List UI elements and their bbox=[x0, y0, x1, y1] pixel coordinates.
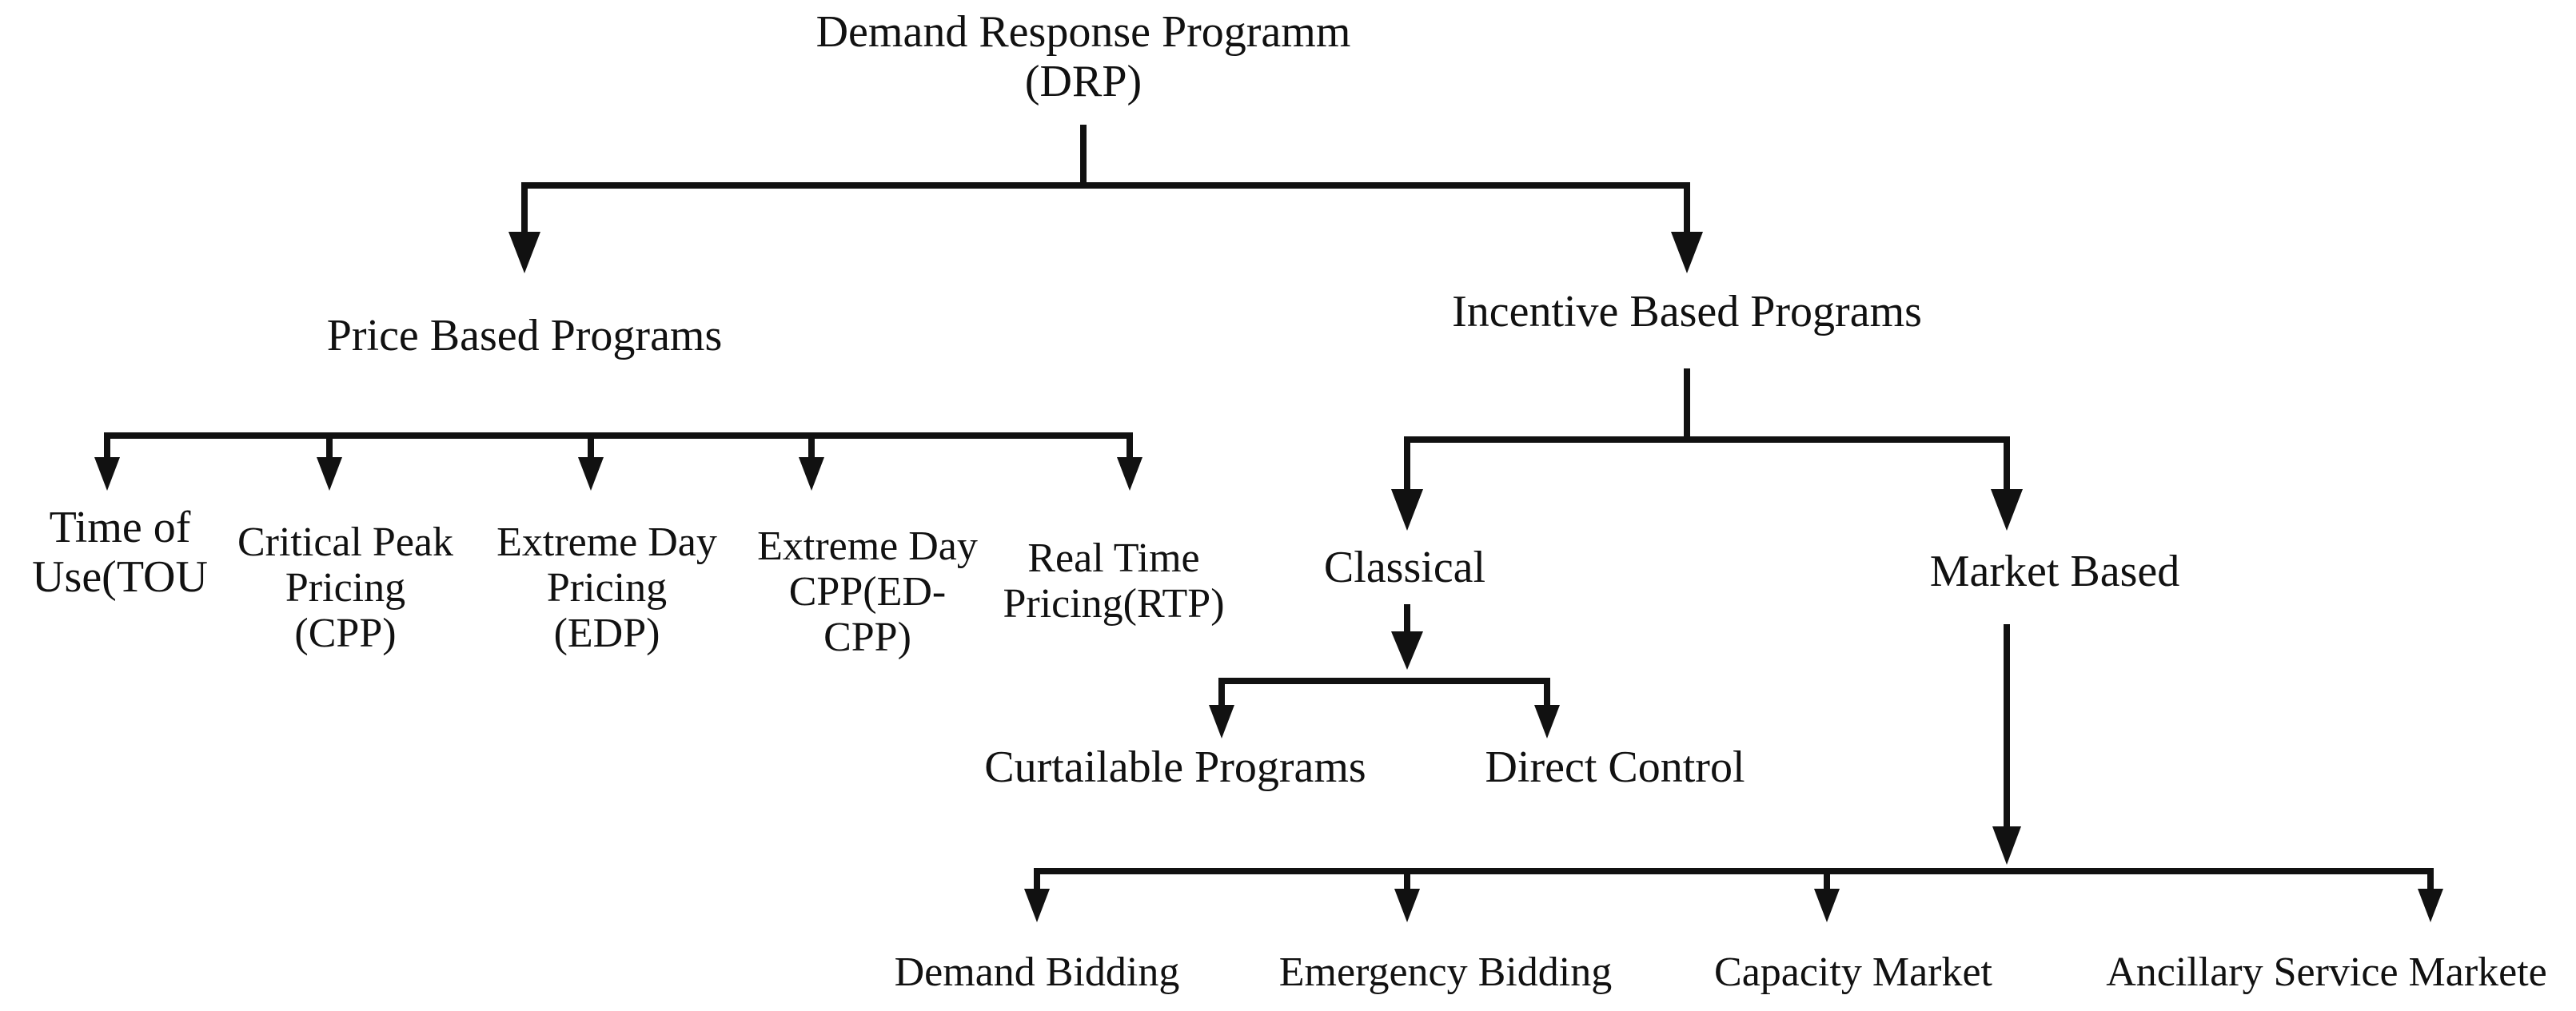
arrowhead-incentive bbox=[1671, 232, 1703, 273]
price-item-edp: Extreme Day Pricing (EDP) bbox=[496, 519, 717, 657]
price-item-cpp-line1: Critical Peak bbox=[237, 519, 454, 565]
arrowhead-capacity bbox=[1814, 889, 1840, 922]
price-item-cpp: Critical Peak Pricing (CPP) bbox=[237, 519, 453, 657]
classical-item-direct-control: Direct Control bbox=[1485, 742, 1745, 792]
arrowhead-demand-bidding bbox=[1024, 889, 1050, 922]
market-based-node: Market Based bbox=[1929, 547, 2180, 596]
arrowhead-edcpp bbox=[799, 457, 824, 491]
classical-node: Classical bbox=[1323, 543, 1486, 592]
root-node: Demand Response Programm (DRP) bbox=[815, 7, 1351, 106]
root-title: Demand Response Programm bbox=[815, 7, 1351, 57]
market-item-capacity-market: Capacity Market bbox=[1714, 949, 1992, 995]
arrowhead-price bbox=[508, 232, 540, 273]
price-item-tou-line1: Time of bbox=[49, 503, 191, 552]
price-item-edcpp: Extreme Day CPP(ED- CPP) bbox=[757, 523, 978, 661]
price-item-cpp-line2: Pricing bbox=[285, 565, 406, 611]
arrowhead-direct bbox=[1534, 705, 1560, 738]
price-item-tou: Time of Use(TOU bbox=[32, 503, 208, 602]
arrowhead-classical bbox=[1391, 489, 1423, 531]
arrowhead-curtailable bbox=[1209, 705, 1234, 738]
price-item-tou-line2: Use(TOU bbox=[32, 551, 208, 602]
root-abbrev: (DRP) bbox=[1024, 56, 1142, 106]
arrowhead-ancillary bbox=[2418, 889, 2443, 922]
arrowhead-tou bbox=[94, 457, 120, 491]
arrowhead-market-down bbox=[1992, 826, 2021, 865]
price-item-edp-line3: (EDP) bbox=[553, 611, 660, 657]
price-based-node: Price Based Programs bbox=[326, 311, 723, 360]
incentive-based-node: Incentive Based Programs bbox=[1452, 287, 1922, 336]
market-item-demand-bidding: Demand Bidding bbox=[894, 949, 1180, 995]
market-item-emergency-bidding: Emergency Bidding bbox=[1278, 949, 1613, 995]
price-item-edcpp-line1: Extreme Day bbox=[757, 523, 978, 569]
arrowhead-classical-down bbox=[1391, 631, 1423, 670]
price-item-rtp-line1: Real Time bbox=[1027, 535, 1200, 581]
price-item-edcpp-line2: CPP(ED- bbox=[788, 569, 947, 615]
market-item-ancillary-service: Ancillary Service Markete bbox=[2106, 949, 2547, 995]
price-item-edcpp-line3: CPP) bbox=[823, 615, 911, 661]
price-item-cpp-line3: (CPP) bbox=[294, 611, 397, 657]
arrowhead-market bbox=[1991, 489, 2023, 531]
arrowhead-cpp bbox=[317, 457, 342, 491]
price-item-edp-line1: Extreme Day bbox=[496, 519, 717, 565]
classical-item-curtailable: Curtailable Programs bbox=[984, 742, 1366, 792]
price-item-edp-line2: Pricing bbox=[546, 565, 668, 611]
arrowhead-emergency-bidding bbox=[1394, 889, 1420, 922]
arrowhead-rtp bbox=[1117, 457, 1142, 491]
price-item-rtp: Real Time Pricing(RTP) bbox=[1003, 535, 1224, 627]
price-item-rtp-line2: Pricing(RTP) bbox=[1003, 581, 1225, 627]
arrowhead-edp bbox=[578, 457, 604, 491]
